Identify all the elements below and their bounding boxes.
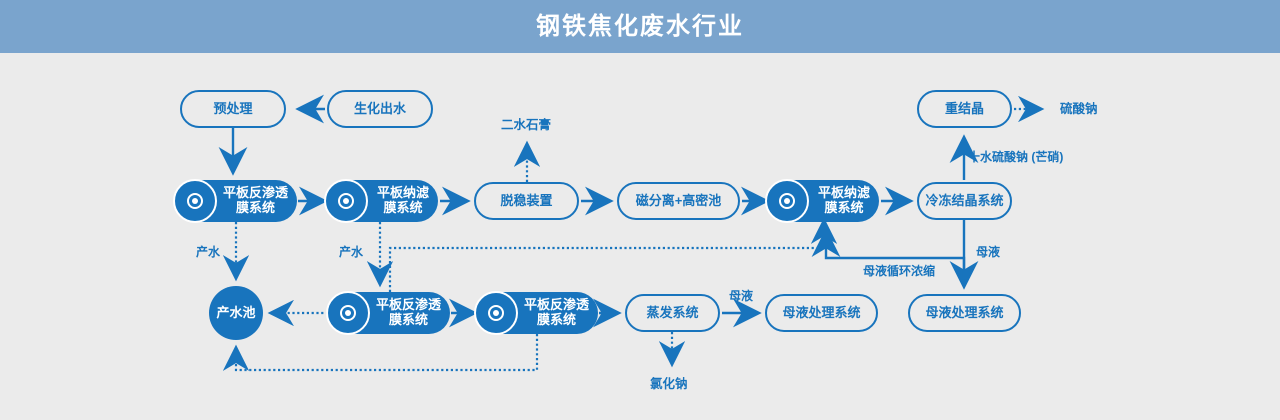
node-label: 蒸发系统 (646, 304, 699, 320)
node-flat-nf-membrane-system-1[interactable]: 平板纳滤 膜系统 (324, 179, 438, 223)
node-label: 平板反渗透 膜系统 (222, 185, 288, 215)
membrane-icon-ring (488, 305, 504, 321)
node-label: 平板反渗透 膜系统 (375, 297, 441, 327)
node-label: 产水池 (216, 304, 256, 320)
node-recrystallization[interactable]: 重结晶 (917, 90, 1012, 128)
node-label: 磁分离+高密池 (635, 192, 722, 208)
membrane-icon (324, 179, 368, 223)
node-label: 母液处理系统 (925, 304, 1004, 320)
edge-ro2-recycle-to-nf2 (388, 217, 838, 292)
node-pretreatment[interactable]: 预处理 (180, 90, 286, 128)
node-destabilization-unit[interactable]: 脱稳装置 (474, 182, 579, 220)
flowchart-canvas: 预处理 生化出水 平板反渗透 膜系统 平板纳滤 膜系统 脱稳装置 (0, 53, 1280, 420)
edge-label-glauber-salt: 十水硫酸钠 (芒硝) (968, 150, 1064, 164)
membrane-icon (173, 179, 217, 223)
membrane-icon-ring (779, 193, 795, 209)
node-freeze-crystallization-system[interactable]: 冷冻结晶系统 (917, 182, 1012, 220)
node-mother-liquor-treatment-system-2[interactable]: 母液处理系统 (908, 294, 1021, 332)
node-label: 平板纳滤 膜系统 (376, 185, 429, 215)
membrane-icon-core (192, 198, 198, 204)
edge-label-mother-liquor-recycle: 母液循环浓缩 (863, 264, 936, 278)
node-magnetic-separation-high-density-tank[interactable]: 磁分离+高密池 (617, 182, 740, 220)
terminal-label-gypsum: 二水石膏 (501, 118, 552, 132)
membrane-icon-ring (340, 305, 356, 321)
membrane-icon (326, 291, 370, 335)
node-mother-liquor-treatment-system-1[interactable]: 母液处理系统 (765, 294, 878, 332)
node-label: 平板纳滤 膜系统 (817, 185, 870, 215)
membrane-icon-core (343, 198, 349, 204)
edge-label-product-water-1: 产水 (196, 245, 221, 259)
node-label: 母液处理系统 (782, 304, 861, 320)
terminal-label-sodium-sulfate: 硫酸钠 (1060, 102, 1098, 116)
node-label: 预处理 (213, 100, 253, 116)
edge-label-mother-liquor: 母液 (976, 245, 1001, 259)
node-flat-ro-membrane-system-1[interactable]: 平板反渗透 膜系统 (173, 179, 297, 223)
node-label: 冷冻结晶系统 (925, 192, 1004, 208)
edge-ro3-to-productwater (222, 334, 539, 372)
membrane-icon-core (493, 310, 499, 316)
terminal-label-sodium-chloride: 氯化钠 (650, 377, 688, 391)
header-bar: 钢铁焦化废水行业 (0, 0, 1280, 53)
node-label: 脱稳装置 (500, 192, 553, 208)
node-flat-ro-membrane-system-3[interactable]: 平板反渗透 膜系统 (474, 291, 598, 335)
node-product-water-tank[interactable]: 产水池 (209, 286, 263, 340)
node-flat-ro-membrane-system-2[interactable]: 平板反渗透 膜系统 (326, 291, 450, 335)
edge-label-product-water-2: 产水 (339, 245, 364, 259)
node-label: 平板反渗透 膜系统 (523, 297, 589, 327)
node-biochemical-effluent[interactable]: 生化出水 (327, 90, 433, 128)
membrane-icon-core (345, 310, 351, 316)
node-label: 生化出水 (353, 100, 406, 116)
node-evaporation-system[interactable]: 蒸发系统 (625, 294, 720, 332)
edge-label-mother-liquor-evaporation: 母液 (729, 289, 754, 303)
membrane-icon (474, 291, 518, 335)
membrane-icon-ring (338, 193, 354, 209)
membrane-icon-ring (187, 193, 203, 209)
membrane-icon-core (784, 198, 790, 204)
node-label: 重结晶 (944, 100, 984, 116)
node-flat-nf-membrane-system-2[interactable]: 平板纳滤 膜系统 (765, 179, 879, 223)
page-title: 钢铁焦化废水行业 (536, 12, 744, 40)
membrane-icon (765, 179, 809, 223)
